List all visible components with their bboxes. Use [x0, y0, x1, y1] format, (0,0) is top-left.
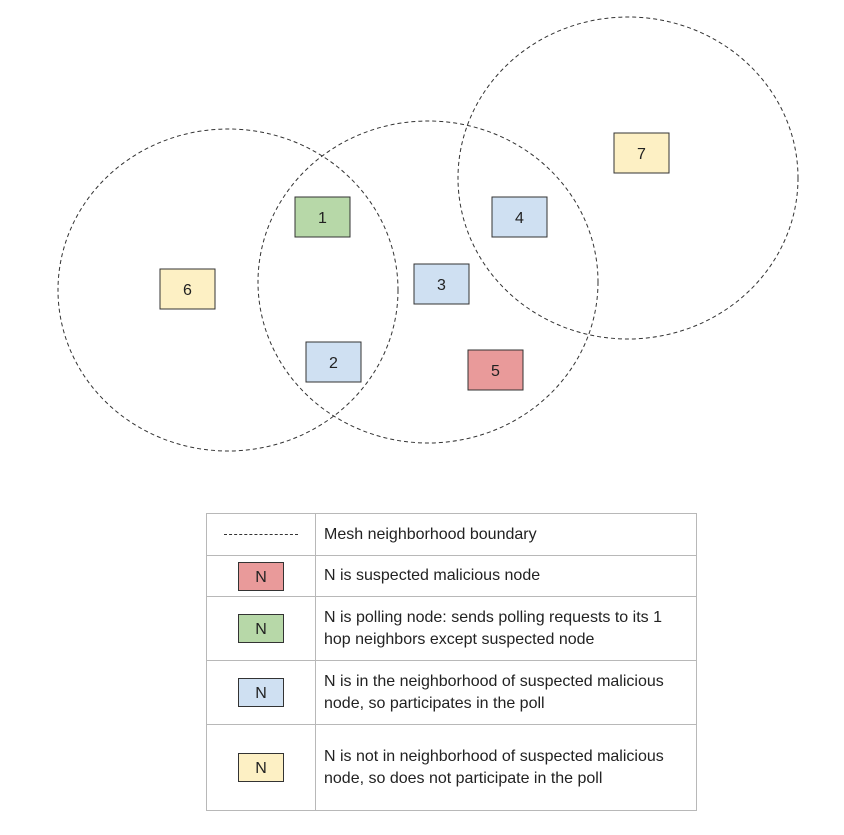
legend-row-polling: N N is polling node: sends polling reque… [206, 596, 697, 661]
neighborhood-boundary-right [457, 16, 799, 340]
node-box-1 [294, 196, 351, 238]
node-1: 1 [294, 196, 351, 238]
legend-swatch-participant: N [238, 678, 284, 707]
legend-row-malicious: N N is suspected malicious node [206, 555, 697, 597]
legend-swatch-non-participant: N [238, 753, 284, 782]
node-box-3 [413, 263, 470, 305]
node-7: 7 [613, 132, 670, 174]
legend-text-boundary: Mesh neighborhood boundary [315, 513, 697, 556]
node-6: 6 [159, 268, 216, 310]
node-4: 4 [491, 196, 548, 238]
node-label-7: 7 [637, 146, 646, 163]
neighborhood-boundary-left [57, 128, 399, 452]
legend-text-malicious: N is suspected malicious node [315, 555, 697, 597]
legend-swatch-malicious: N [238, 561, 284, 591]
node-box-7 [613, 132, 670, 174]
node-label-6: 6 [183, 282, 192, 299]
mesh-diagram: 1 2 3 4 5 6 7 [57, 16, 799, 452]
node-5: 5 [467, 349, 524, 391]
legend-swatch-polling: N [238, 614, 284, 643]
legend-row-participant: N N is in the neighborhood of suspected … [206, 660, 697, 725]
node-box-4 [491, 196, 548, 238]
neighborhood-boundary-center [257, 120, 599, 444]
legend-table: Mesh neighborhood boundary N N is suspec… [206, 513, 697, 811]
node-2: 2 [305, 341, 362, 383]
node-label-4: 4 [515, 210, 524, 227]
node-label-5: 5 [491, 363, 500, 380]
legend-text-non-participant: N is not in neighborhood of suspected ma… [315, 724, 697, 811]
node-box-5 [467, 349, 524, 391]
legend-row-non-participant: N N is not in neighborhood of suspected … [206, 724, 697, 811]
dashed-line-icon [224, 533, 298, 535]
node-label-2: 2 [329, 355, 338, 372]
legend-row-boundary: Mesh neighborhood boundary [206, 513, 697, 556]
node-box-6 [159, 268, 216, 310]
node-3: 3 [413, 263, 470, 305]
legend-symbol-boundary [206, 513, 316, 556]
legend-text-polling: N is polling node: sends polling request… [315, 596, 697, 661]
node-box-2 [305, 341, 362, 383]
node-label-3: 3 [437, 277, 446, 294]
node-label-1: 1 [318, 210, 327, 227]
legend-text-participant: N is in the neighborhood of suspected ma… [315, 660, 697, 725]
